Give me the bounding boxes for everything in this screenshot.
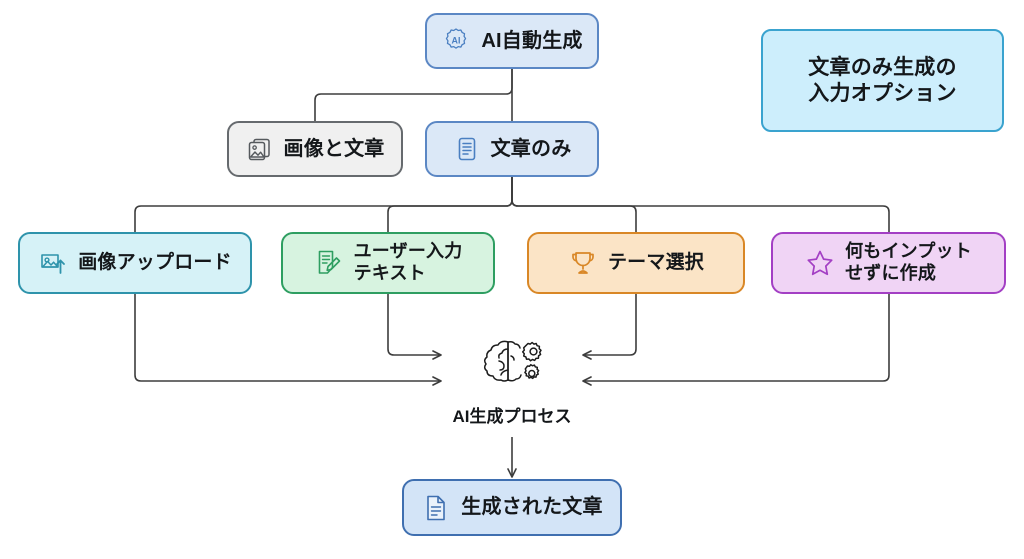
ai-generation-process: AI生成プロセス [452,336,572,426]
node-ai-auto-generate[interactable]: AI AI自動生成 [425,13,599,69]
process-label: AI生成プロセス [452,407,572,426]
document-icon [421,493,451,523]
star-icon [805,248,835,278]
images-icon [246,135,274,163]
node-label: 画像アップロード [78,252,232,274]
node-no-input-creation[interactable]: 何もインプット せずに作成 [771,232,1006,294]
svg-text:AI: AI [452,35,461,45]
trophy-icon [568,248,598,278]
node-label: ユーザー入力 テキスト [353,241,463,283]
document-lines-icon [453,135,481,163]
edge-ai-to-image-and-text [314,69,513,121]
edge-text-only-to-no-input [511,177,890,232]
node-user-input-text[interactable]: ユーザー入力 テキスト [281,232,495,294]
node-label: 画像と文章 [283,137,385,160]
node-theme-selection[interactable]: テーマ選択 [527,232,745,294]
ai-gear-icon: AI [441,26,471,56]
node-label: テーマ選択 [607,252,704,274]
node-image-and-text[interactable]: 画像と文章 [227,121,403,177]
node-label: AI自動生成 [481,29,583,52]
edge-text-only-to-theme [511,177,637,232]
brain-gears-icon [475,336,549,396]
node-image-upload[interactable]: 画像アップロード [18,232,252,294]
node-generated-text[interactable]: 生成された文章 [402,479,622,536]
edge-text-only-to-image-upload [134,177,513,232]
node-label: 何もインプット せずに作成 [845,241,972,283]
legend-title-box: 文章のみ生成の 入力オプション [761,29,1004,132]
edit-document-icon [314,248,344,278]
node-text-only[interactable]: 文章のみ [425,121,599,177]
edge-text-only-to-user-input [387,177,513,232]
node-label: 生成された文章 [461,496,603,519]
edge-no-input-to-process [582,294,890,386]
image-upload-icon [38,248,68,278]
edge-theme-to-process [582,294,637,360]
edge-image-upload-to-process [134,294,442,386]
node-label: 文章のみ [490,137,572,160]
legend-title-label: 文章のみ生成の 入力オプション [808,55,957,105]
edge-user-input-to-process [387,294,442,360]
